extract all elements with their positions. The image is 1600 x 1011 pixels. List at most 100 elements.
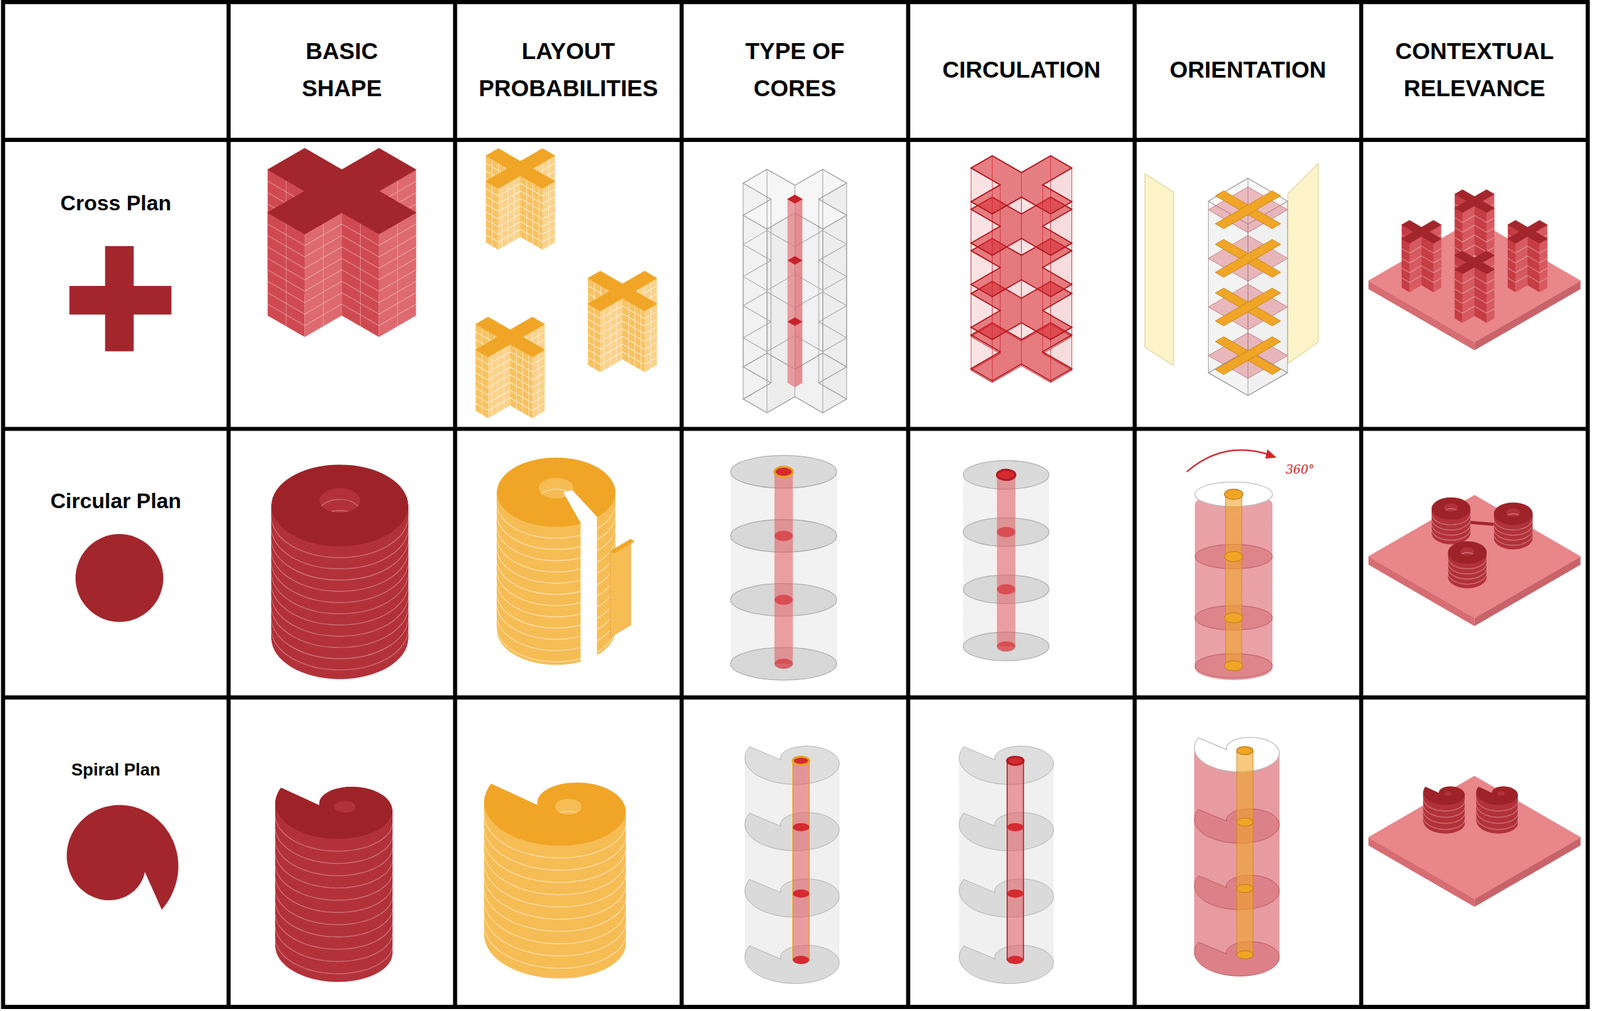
tower-face bbox=[644, 303, 658, 372]
floor-line bbox=[1401, 275, 1422, 282]
tower-face bbox=[1401, 238, 1410, 293]
edge-line bbox=[822, 228, 823, 413]
core-floor bbox=[997, 641, 1016, 652]
core-column bbox=[787, 194, 803, 388]
facade-line bbox=[615, 301, 617, 363]
tower-face bbox=[1527, 236, 1540, 292]
spiral-icon bbox=[66, 804, 179, 910]
tower-face bbox=[1454, 269, 1463, 323]
tower-face bbox=[1409, 236, 1422, 292]
facade-line bbox=[503, 347, 505, 409]
orientation-band bbox=[1215, 287, 1281, 326]
site-plate bbox=[1368, 189, 1581, 351]
tower-face bbox=[822, 215, 847, 414]
tower-top bbox=[342, 190, 417, 235]
tower-wire bbox=[743, 169, 847, 413]
facade-line bbox=[397, 223, 398, 327]
tower-body bbox=[1448, 541, 1487, 589]
circle-icon bbox=[75, 533, 164, 622]
core-floor bbox=[1224, 660, 1244, 671]
tower-face bbox=[379, 212, 417, 337]
core-floor bbox=[997, 526, 1016, 537]
cross-layout bbox=[475, 316, 545, 418]
tower-top bbox=[787, 194, 803, 204]
tower-top bbox=[1507, 231, 1528, 243]
floor-line bbox=[1474, 286, 1495, 294]
tower-face bbox=[1421, 236, 1434, 292]
cross-layout bbox=[486, 148, 555, 250]
tower-top bbox=[622, 291, 658, 311]
tower-top bbox=[275, 786, 393, 839]
core-floor bbox=[787, 194, 803, 204]
tower-top bbox=[271, 464, 408, 546]
orientation-band bbox=[1215, 239, 1281, 278]
floor-plate bbox=[1208, 186, 1288, 233]
tower-layer bbox=[744, 878, 839, 918]
orientation-band bbox=[1215, 336, 1281, 375]
cross-tower bbox=[267, 148, 417, 337]
tower-face bbox=[1462, 266, 1475, 323]
facade-line bbox=[650, 307, 652, 369]
orientation-band bbox=[1215, 287, 1281, 326]
facade-line bbox=[501, 186, 502, 248]
floor-line bbox=[1507, 265, 1528, 273]
edge-line bbox=[770, 198, 772, 383]
floor-line bbox=[342, 235, 417, 257]
floor-line bbox=[1454, 296, 1475, 304]
floor-line bbox=[1474, 234, 1495, 242]
floor-line bbox=[1421, 265, 1442, 273]
floor-line bbox=[342, 257, 417, 280]
core-floor bbox=[793, 955, 810, 964]
tower-face bbox=[1539, 238, 1548, 293]
tower-top bbox=[1431, 497, 1471, 520]
floor-line bbox=[1527, 246, 1548, 253]
floor-line bbox=[1527, 265, 1548, 273]
facade-line bbox=[513, 179, 515, 241]
facade-line bbox=[507, 183, 509, 245]
layout-slab bbox=[610, 539, 631, 638]
glass-tower bbox=[743, 169, 847, 413]
tower-top bbox=[743, 198, 796, 229]
floor-line bbox=[267, 257, 343, 280]
tower-face bbox=[1486, 269, 1495, 323]
floor-line bbox=[342, 281, 417, 303]
facade-line bbox=[481, 353, 483, 415]
floor-plate bbox=[744, 878, 839, 918]
tower-body bbox=[484, 781, 626, 978]
tower-top bbox=[267, 190, 343, 235]
facade-line bbox=[603, 308, 605, 370]
facade-line bbox=[526, 179, 528, 241]
floor-line bbox=[1507, 246, 1528, 253]
tower-top bbox=[484, 781, 626, 845]
tower-top bbox=[744, 745, 839, 785]
floor-line bbox=[1454, 215, 1475, 223]
tower-face bbox=[475, 349, 489, 418]
floor-line bbox=[1401, 246, 1422, 253]
tower-body bbox=[959, 745, 1054, 984]
facade-line bbox=[528, 354, 530, 416]
tower-top bbox=[1493, 501, 1533, 525]
tower-face bbox=[267, 212, 306, 337]
edge-line bbox=[1208, 200, 1209, 373]
floor-line bbox=[267, 246, 343, 268]
orientation-band bbox=[1215, 336, 1281, 375]
edge-line bbox=[1287, 200, 1288, 373]
glass-tower bbox=[970, 155, 1072, 383]
tower-face bbox=[795, 198, 803, 388]
floor-plate bbox=[744, 944, 839, 984]
tower-face bbox=[486, 181, 499, 250]
floor-plate bbox=[1208, 283, 1288, 330]
edge-line bbox=[846, 215, 847, 400]
core-column bbox=[793, 760, 810, 960]
orientation-band bbox=[1215, 190, 1281, 229]
tower-top bbox=[588, 291, 623, 311]
floor-line bbox=[1527, 275, 1548, 282]
core-floor bbox=[774, 594, 794, 605]
core-floor bbox=[793, 889, 810, 898]
core-top bbox=[774, 466, 794, 477]
facade-line bbox=[360, 223, 361, 327]
floor-line bbox=[1401, 255, 1422, 263]
tower-face bbox=[787, 198, 796, 388]
facade-line bbox=[610, 305, 611, 367]
